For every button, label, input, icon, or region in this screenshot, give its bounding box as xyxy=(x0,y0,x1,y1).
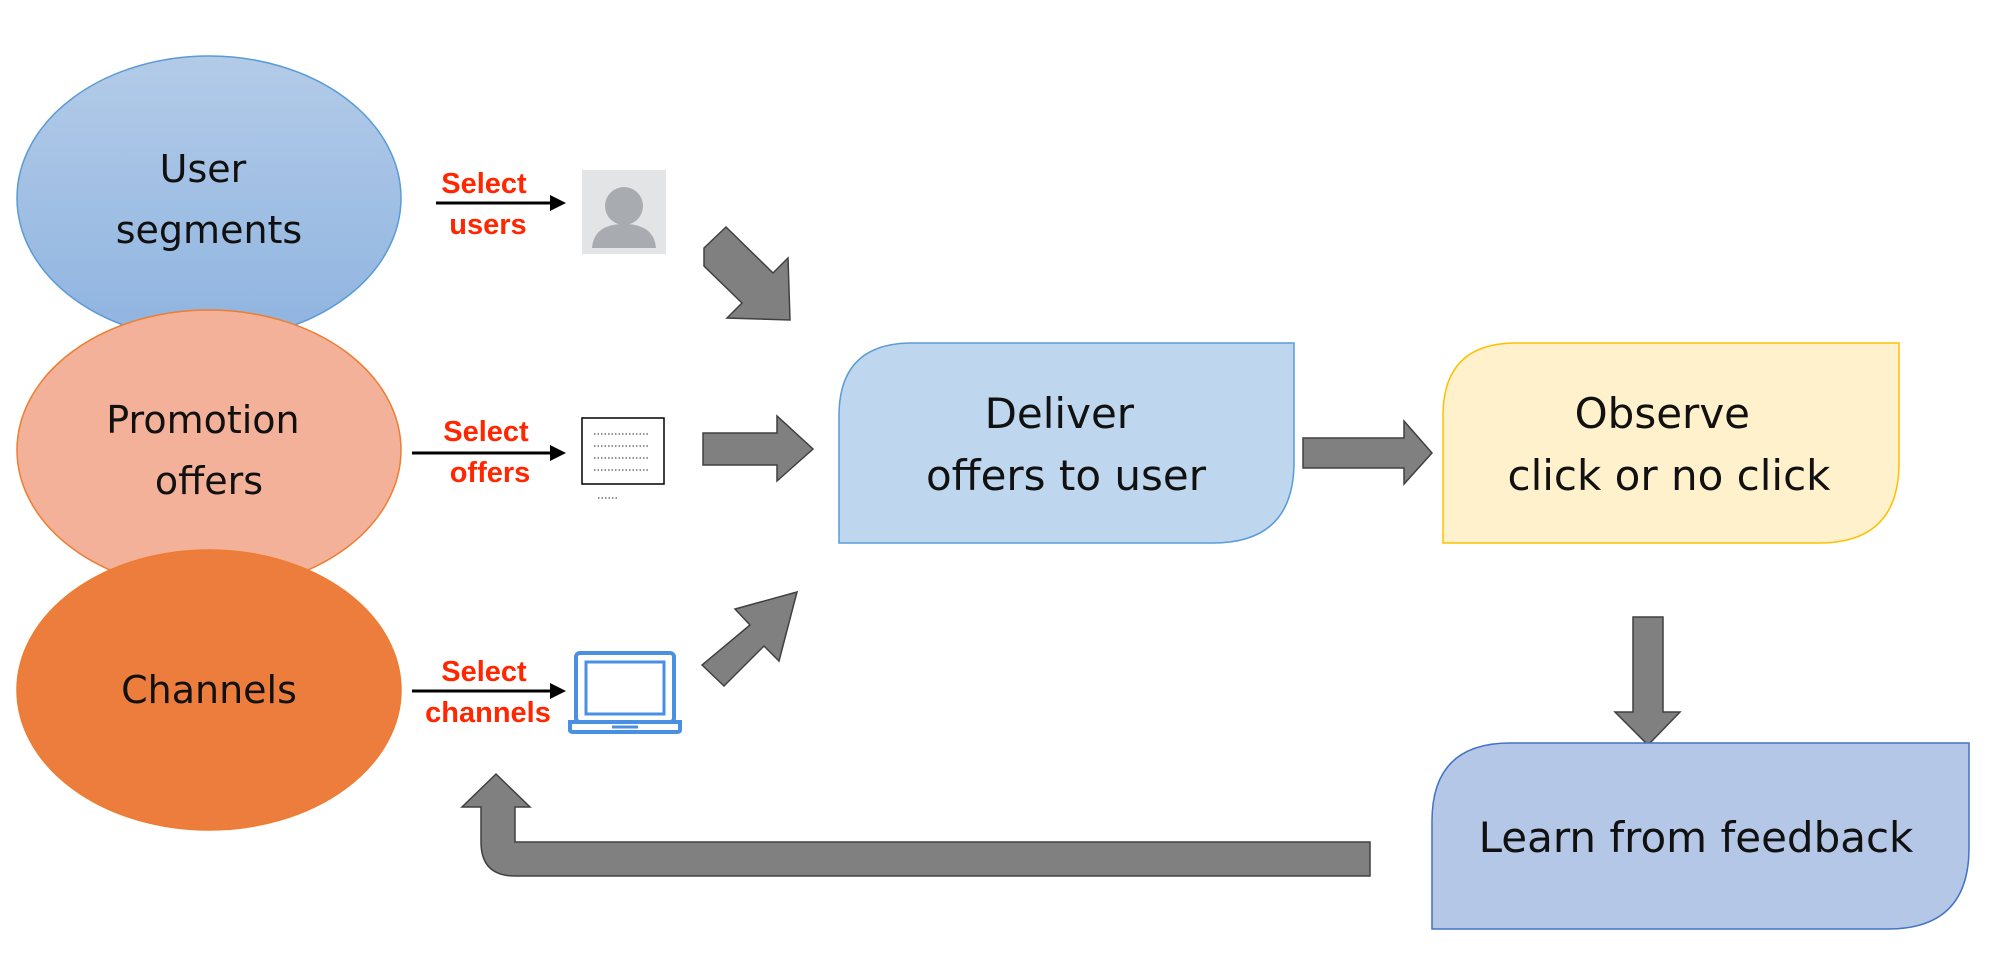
select-offers-line2: offers xyxy=(450,457,531,489)
select-channels-line2: channels xyxy=(425,697,551,729)
arrow-offers-to-deliver xyxy=(702,414,815,483)
document-icon xyxy=(581,417,665,499)
select-offers-line1: Select xyxy=(443,416,529,448)
promotion-offers-label-line2: offers xyxy=(155,459,263,503)
select-users-arrowhead xyxy=(550,195,566,211)
svg-text:Select users: Select users xyxy=(441,168,535,241)
learn-label: Learn from feedback xyxy=(1479,813,1914,862)
user-segments-label-line1: User xyxy=(160,147,247,191)
user-avatar-icon xyxy=(582,170,666,254)
select-users-line2: users xyxy=(449,209,526,241)
learn-step: Learn from feedback xyxy=(1431,742,1970,930)
observe-label-line1: Observe xyxy=(1575,389,1750,438)
select-channels-arrowhead xyxy=(550,683,566,699)
arrow-learn-to-channels xyxy=(460,772,1371,877)
svg-text:Select channels: Select channels xyxy=(425,656,551,729)
select-channels-line1: Select xyxy=(441,656,527,688)
laptop-icon xyxy=(568,651,682,734)
svg-text:Observe click or no clic: Observe click or no click xyxy=(1507,389,1831,500)
arrow-observe-to-learn xyxy=(1613,616,1682,747)
channels-node: Channels xyxy=(16,549,402,831)
deliver-step: Deliver offers to user xyxy=(838,342,1295,544)
observe-step: Observe click or no click xyxy=(1442,342,1900,544)
svg-text:Deliver offers to user: Deliver offers to user xyxy=(926,389,1207,500)
promotion-offers-label-line1: Promotion xyxy=(106,398,299,442)
select-users-connector: Select users xyxy=(436,168,566,241)
arrow-deliver-to-observe xyxy=(1302,419,1434,486)
user-segments-label-line2: segments xyxy=(116,208,302,252)
select-offers-arrowhead xyxy=(550,445,566,461)
select-offers-connector: Select offers xyxy=(412,416,566,489)
deliver-label-line1: Deliver xyxy=(985,389,1135,438)
svg-text:Select offers: Select offers xyxy=(443,416,537,489)
select-channels-connector: Select channels xyxy=(412,656,566,729)
observe-label-line2: click or no click xyxy=(1507,451,1831,500)
promotion-offers-node: Promotion offers xyxy=(16,309,402,591)
channels-label: Channels xyxy=(121,668,297,712)
user-segments-node: User segments xyxy=(16,55,402,341)
arrow-users-to-deliver xyxy=(703,225,791,321)
select-users-line1: Select xyxy=(441,168,527,200)
arrow-channels-to-deliver xyxy=(700,590,799,688)
svg-text:User segments: User segments xyxy=(116,147,302,252)
svg-text:Promotion offers: Promotion offers xyxy=(106,398,311,503)
deliver-label-line2: offers to user xyxy=(926,451,1207,500)
